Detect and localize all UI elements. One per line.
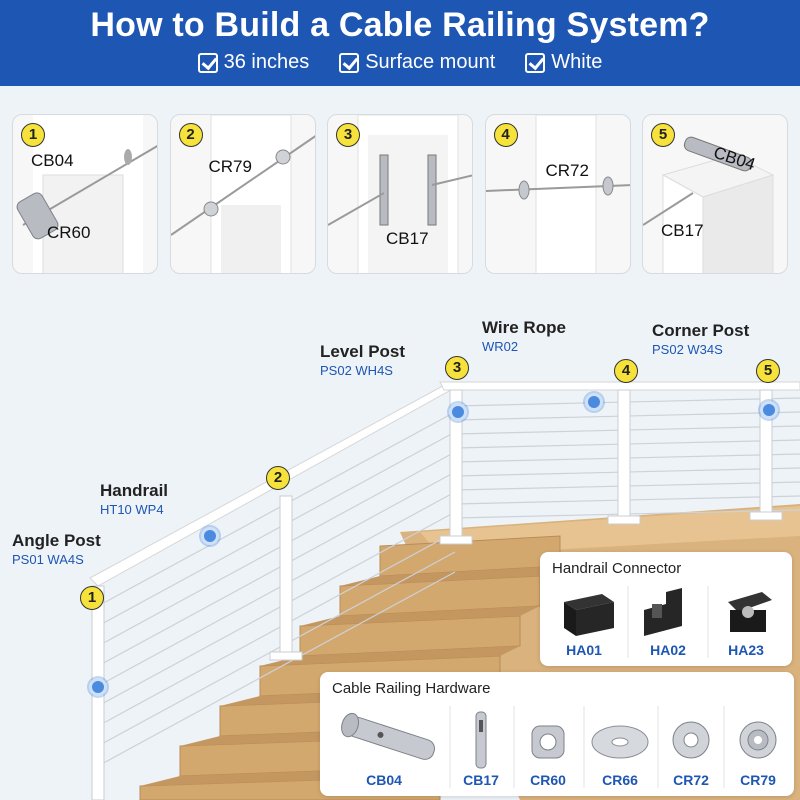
- feature-label: Surface mount: [365, 51, 496, 73]
- annotation-wire-rope: Wire Rope WR02: [482, 318, 566, 354]
- part-label: CR60: [47, 223, 91, 242]
- marker-badge-1: 1: [80, 586, 104, 610]
- part-label: CR79: [208, 157, 252, 176]
- feature-item: 36 inches: [197, 51, 310, 74]
- feature-list: 36 inches Surface mount White: [0, 51, 800, 74]
- annotation-code: PS02 WH4S: [320, 363, 393, 378]
- page-title: How to Build a Cable Railing System?: [90, 6, 710, 44]
- annotation-title: Handrail: [100, 481, 169, 500]
- annotation-title: Level Post: [320, 342, 406, 361]
- connector-label-ha23: HA23: [728, 642, 764, 658]
- box-title: Cable Railing Hardware: [332, 680, 491, 697]
- feature-item: White: [525, 51, 602, 74]
- step-4-illustration: [485, 115, 630, 273]
- annotation-title: Wire Rope: [482, 318, 566, 337]
- hardware-label-cb04: CB04: [366, 772, 402, 788]
- marker-badge-5: 5: [756, 359, 780, 383]
- box-title: Handrail Connector: [552, 560, 682, 577]
- feature-label: 36 inches: [223, 51, 310, 73]
- hotspot-handrail[interactable]: [201, 527, 219, 545]
- step-1-illustration: [16, 115, 157, 273]
- annotation-code: HT10 WP4: [100, 502, 164, 517]
- header-banner: How to Build a Cable Railing System? 36 …: [0, 0, 800, 86]
- marker-badge-2: 2: [266, 466, 290, 490]
- checkbox-icon: [339, 52, 360, 73]
- step-panel-3: 3 CB17: [327, 114, 473, 274]
- step-badge: 4: [493, 123, 518, 147]
- part-label: CR72: [545, 161, 589, 180]
- hardware-illustrations: [341, 706, 777, 788]
- marker-badge-4: 4: [614, 359, 638, 383]
- step-badge: 3: [336, 123, 360, 147]
- step-panel-5: 5 CB04 CB17: [642, 114, 788, 274]
- annotation-title: Angle Post: [12, 531, 101, 550]
- feature-item: Surface mount: [339, 51, 495, 74]
- hardware-label-cr79: CR79: [740, 772, 776, 788]
- step-badge: 1: [21, 123, 45, 147]
- step-panel-1: 1 CB04 CR60: [12, 114, 158, 274]
- connector-illustrations: [564, 586, 772, 658]
- part-label: CB17: [661, 221, 704, 240]
- annotation-corner-post: Corner Post PS02 W34S: [652, 321, 749, 357]
- step-panel-4: 4 CR72: [484, 114, 631, 274]
- part-label: CB17: [386, 229, 429, 248]
- connector-label-ha02: HA02: [650, 642, 686, 658]
- hotspot-angle-post[interactable]: [89, 678, 107, 696]
- hardware-label-cb17: CB17: [463, 772, 499, 788]
- marker-badge-3: 3: [445, 356, 469, 380]
- checkbox-icon: [525, 52, 546, 73]
- checkbox-icon: [197, 52, 218, 73]
- handrail-connector-box: Handrail Connector HA01 HA02 HA23: [540, 552, 792, 666]
- annotation-handrail: Handrail HT10 WP4: [100, 481, 168, 517]
- step-3-illustration: [328, 115, 472, 273]
- hotspot-corner-post[interactable]: [760, 401, 778, 419]
- hardware-label-cr72: CR72: [673, 772, 709, 788]
- connector-label-ha01: HA01: [566, 642, 602, 658]
- cable-hardware-box: Cable Railing Hardware CB04 CB17 CR60 CR…: [320, 672, 794, 796]
- annotation-angle-post: Angle Post PS01 WA4S: [12, 531, 101, 567]
- hardware-label-cr66: CR66: [602, 772, 638, 788]
- annotation-code: PS02 W34S: [652, 342, 723, 357]
- step-5-illustration: [643, 136, 775, 273]
- step-panels: 1 CB04 CR60 2 CR79 3 CB17: [12, 114, 788, 274]
- annotation-title: Corner Post: [652, 321, 750, 340]
- step-2-illustration: [170, 115, 315, 273]
- step-badge: 2: [178, 123, 203, 147]
- step-panel-2: 2 CR79: [169, 114, 316, 274]
- hardware-label-cr60: CR60: [530, 772, 566, 788]
- part-label: CB04: [31, 151, 74, 170]
- annotation-level-post: Level Post PS02 WH4S: [320, 342, 405, 378]
- step-badge: 5: [651, 123, 675, 147]
- hotspot-wire-rope[interactable]: [585, 393, 603, 411]
- annotation-code: WR02: [482, 339, 519, 354]
- hotspot-level-post[interactable]: [449, 403, 467, 421]
- annotation-code: PS01 WA4S: [12, 552, 84, 567]
- feature-label: White: [551, 51, 603, 73]
